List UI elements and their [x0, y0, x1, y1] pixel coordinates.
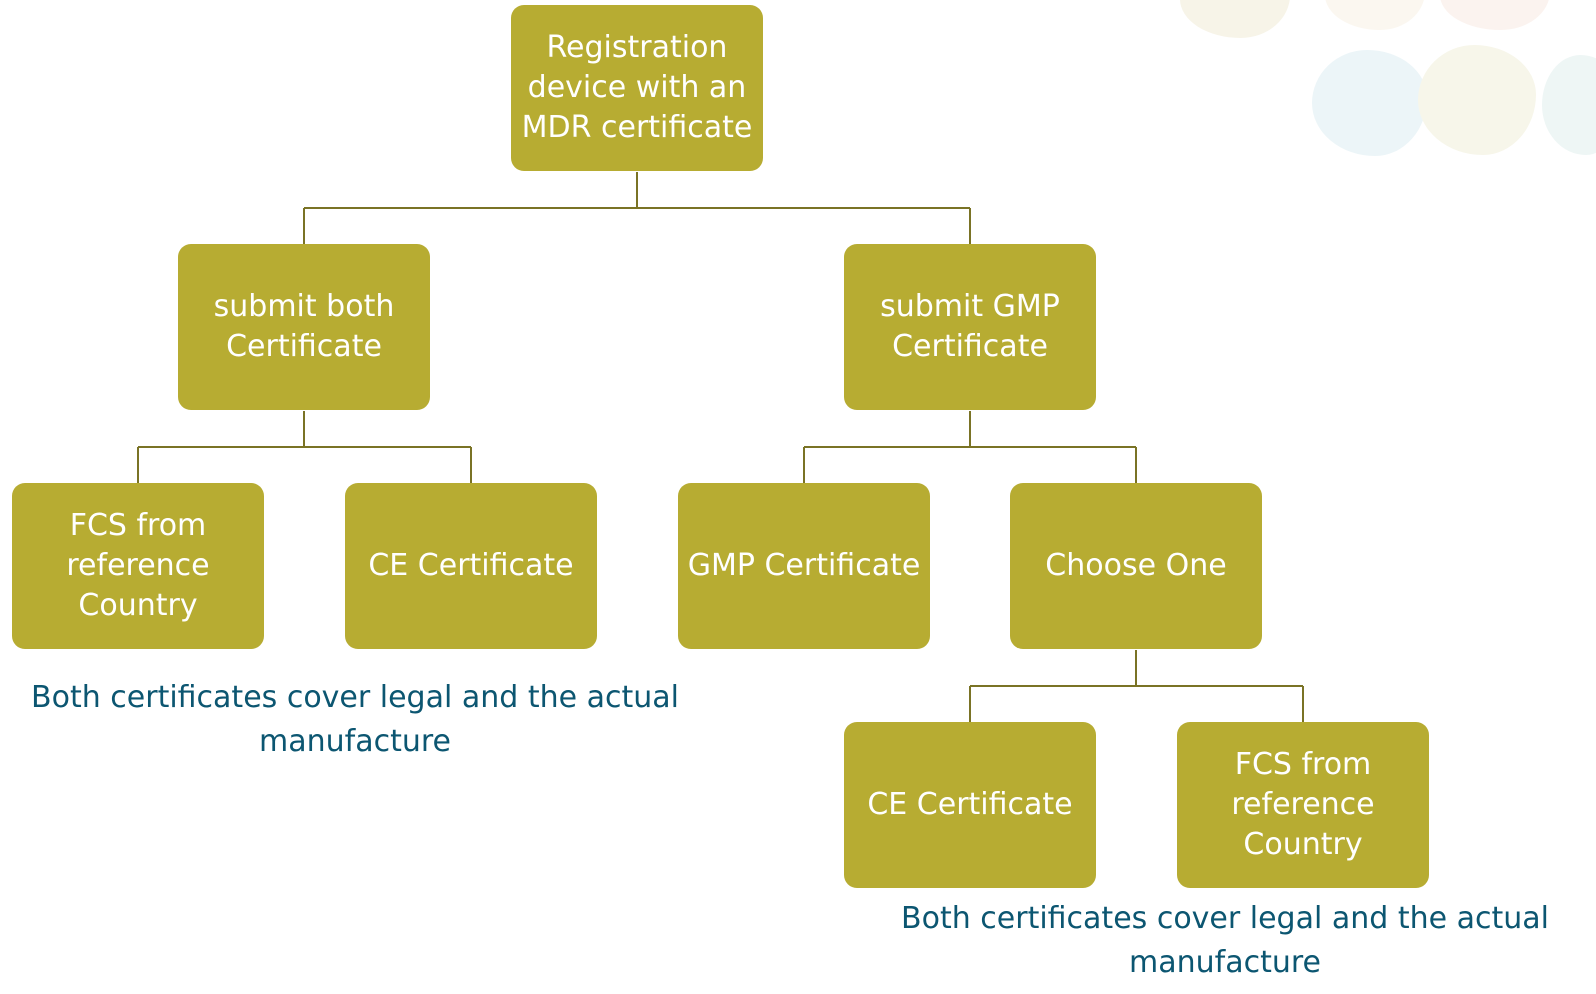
node-fcs-reference-country-right: FCS from reference Country	[1177, 722, 1429, 888]
connector-root-to-level1	[303, 172, 971, 244]
node-submit-both-certificate: submit both Certificate	[178, 244, 430, 410]
node-gmp-certificate: GMP Certificate	[678, 483, 930, 649]
node-submit-gmp-certificate: submit GMP Certificate	[844, 244, 1096, 410]
node-ce-certificate-right: CE Certificate	[844, 722, 1096, 888]
node-choose-one: Choose One	[1010, 483, 1262, 649]
node-registration-root: Registration device with an MDR certific…	[511, 5, 763, 171]
connector-submit-gmp-to-children	[803, 411, 1137, 483]
decorative-blob	[1418, 45, 1536, 155]
node-fcs-reference-country-left: FCS from reference Country	[12, 483, 264, 649]
note-right: Both certificates cover legal and the ac…	[901, 901, 1549, 980]
decorative-blob	[1312, 50, 1427, 156]
connector-submit-both-to-children	[137, 411, 472, 483]
connector-choose-one-to-children	[969, 650, 1304, 722]
note-left: Both certificates cover legal and the ac…	[31, 680, 679, 759]
node-ce-certificate-left: CE Certificate	[345, 483, 597, 649]
